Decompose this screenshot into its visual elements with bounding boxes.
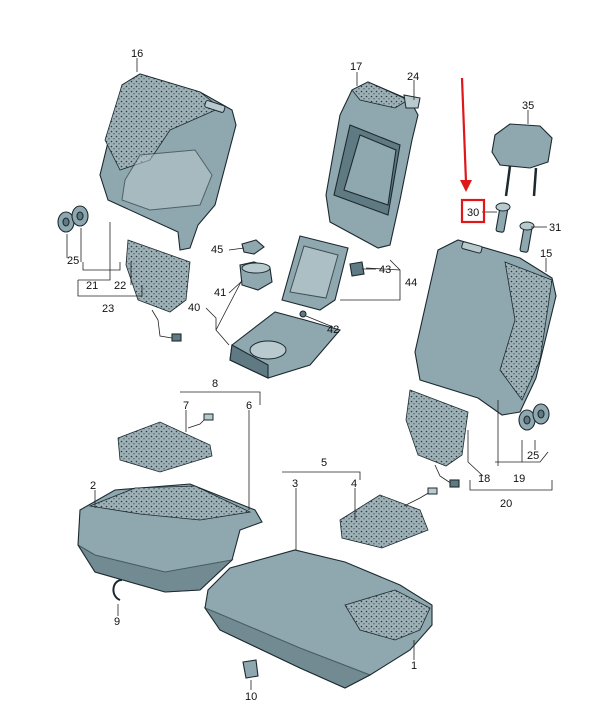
cushion-right xyxy=(203,549,433,689)
label-45: 45 xyxy=(211,244,223,256)
label-24: 24 xyxy=(407,71,419,83)
part-labels: 16 17 24 35 30 31 15 45 41 43 44 40 42 2… xyxy=(67,48,561,703)
label-25-right: 25 xyxy=(527,450,539,462)
label-6: 6 xyxy=(246,400,252,412)
heating-mat-right xyxy=(405,389,469,488)
label-5: 5 xyxy=(321,457,327,469)
washer-set-right xyxy=(518,403,550,431)
label-23: 23 xyxy=(102,303,114,315)
armrest-assembly xyxy=(229,235,365,379)
label-35: 35 xyxy=(522,100,534,112)
label-8: 8 xyxy=(212,378,218,390)
cushion-mat-right xyxy=(339,487,438,549)
label-40: 40 xyxy=(188,302,200,314)
label-43: 43 xyxy=(379,264,391,276)
label-17: 17 xyxy=(350,61,362,73)
label-2: 2 xyxy=(90,480,96,492)
leader-lines xyxy=(66,58,553,690)
fastener-10 xyxy=(242,659,259,679)
label-22: 22 xyxy=(114,280,126,292)
label-15: 15 xyxy=(540,248,552,260)
headrest xyxy=(491,123,553,197)
label-9: 9 xyxy=(114,616,120,628)
washer-set-left xyxy=(57,205,89,233)
highlight-box xyxy=(460,198,486,224)
label-41: 41 xyxy=(214,287,226,299)
headrest-guide-30 xyxy=(495,202,511,233)
backrest-center xyxy=(325,81,421,249)
cushion-left xyxy=(77,483,263,593)
cushion-mat-left xyxy=(117,413,214,473)
heating-mat-left xyxy=(125,239,191,342)
label-44: 44 xyxy=(405,277,417,289)
label-19: 19 xyxy=(513,473,525,485)
label-16: 16 xyxy=(131,48,143,60)
clip-9 xyxy=(112,579,123,601)
label-42: 42 xyxy=(327,324,339,336)
label-1: 1 xyxy=(411,660,417,672)
label-3: 3 xyxy=(292,478,298,490)
backrest-right xyxy=(414,239,557,416)
label-21: 21 xyxy=(86,280,98,292)
label-10: 10 xyxy=(245,691,257,703)
label-31: 31 xyxy=(549,222,561,234)
label-7: 7 xyxy=(183,400,189,412)
label-25-left: 25 xyxy=(67,255,79,267)
label-30: 30 xyxy=(467,207,479,219)
highlight-arrow xyxy=(460,77,486,224)
label-4: 4 xyxy=(351,478,357,490)
label-20: 20 xyxy=(500,498,512,510)
label-18: 18 xyxy=(478,473,490,485)
headrest-guide-31 xyxy=(519,221,535,253)
backrest-left xyxy=(99,73,237,251)
